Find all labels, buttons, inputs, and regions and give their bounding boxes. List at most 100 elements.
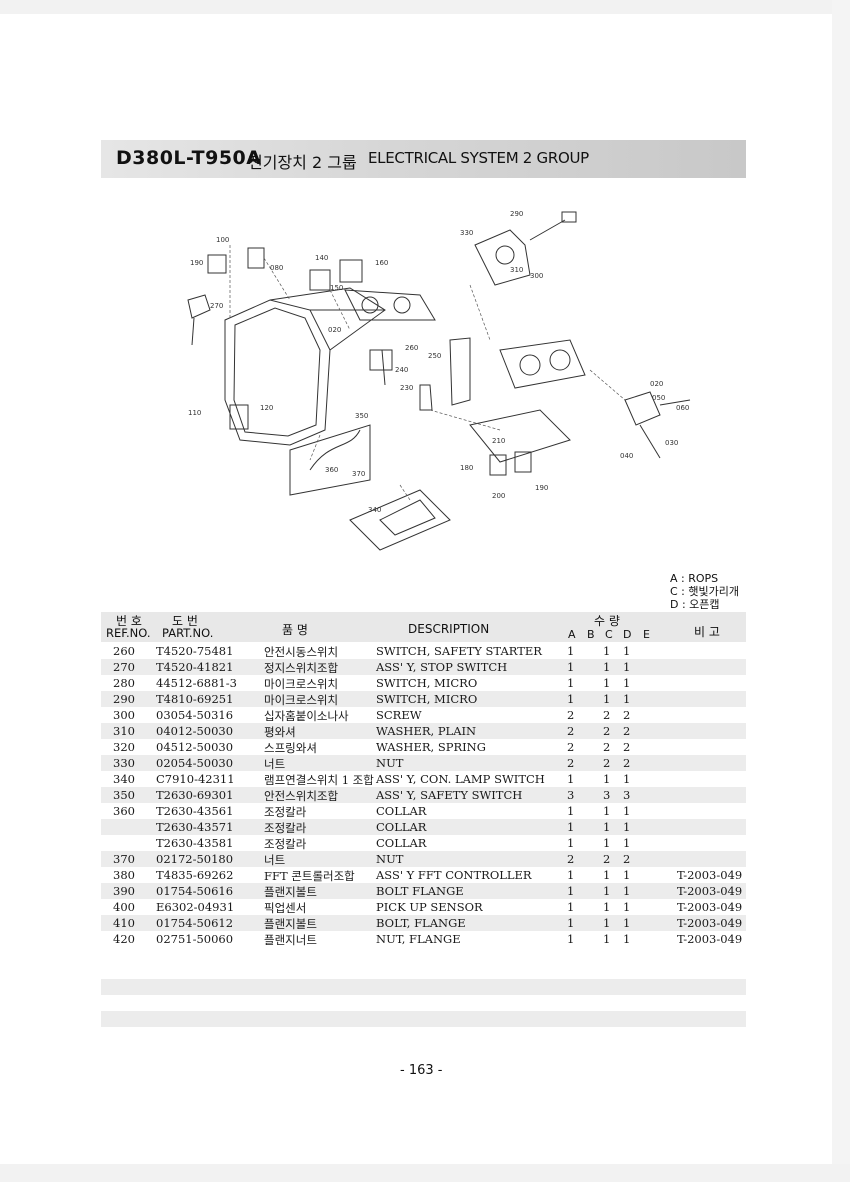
qty-a-cell: 2 [567, 740, 575, 754]
korean-name-cell: 너트 [264, 853, 286, 867]
description-cell: BOLT FLANGE [376, 884, 464, 898]
remarks-cell: T-2003-049 [677, 884, 743, 898]
qty-a-cell: 1 [567, 884, 575, 898]
svg-text:250: 250 [428, 352, 441, 360]
remarks-cell: T-2003-049 [677, 868, 743, 882]
ref-no-cell: 370 [113, 852, 135, 866]
description-cell: ASS' Y FFT CONTROLLER [376, 868, 532, 882]
part-no-cell: C7910-42311 [156, 772, 235, 786]
qty-a-cell: 1 [567, 804, 575, 818]
header-ref-en: REF.NO. [106, 626, 151, 640]
svg-text:150: 150 [330, 284, 343, 292]
ref-no-cell: 340 [113, 772, 135, 786]
qty-a-cell: 2 [567, 708, 575, 722]
page-edge-bottom [0, 1164, 850, 1182]
remarks-cell: T-2003-049 [677, 916, 743, 930]
ref-no-cell: 280 [113, 676, 135, 690]
svg-text:190: 190 [535, 484, 548, 492]
empty-row-band [101, 1011, 746, 1027]
qty-a-cell: 1 [567, 644, 575, 658]
qty-a-cell: 1 [567, 868, 575, 882]
qty-c-cell: 2 [603, 756, 611, 770]
svg-text:210: 210 [492, 437, 505, 445]
part-no-cell: T2630-69301 [156, 788, 234, 802]
korean-name-cell: 안전시동스위치 [264, 645, 339, 659]
svg-text:230: 230 [400, 384, 413, 392]
svg-text:140: 140 [315, 254, 328, 262]
description-cell: NUT, FLANGE [376, 932, 461, 946]
qty-d-cell: 1 [623, 804, 631, 818]
korean-name-cell: 플랜지너트 [264, 933, 317, 947]
qty-c-cell: 1 [603, 932, 611, 946]
description-cell: ASS' Y, SAFETY SWITCH [376, 788, 523, 802]
header-remarks: 비 고 [694, 625, 720, 639]
qty-a-cell: 2 [567, 852, 575, 866]
part-no-cell: 44512-6881-3 [156, 676, 237, 690]
qty-a-cell: 1 [567, 900, 575, 914]
model-title: D380L-T950A [116, 147, 262, 169]
qty-c-cell: 1 [603, 644, 611, 658]
svg-text:240: 240 [395, 366, 408, 374]
korean-name-cell: 너트 [264, 757, 286, 771]
qty-d-cell: 1 [623, 836, 631, 850]
qty-c-cell: 1 [603, 884, 611, 898]
korean-name-cell: 평와셔 [264, 725, 296, 739]
qty-c-cell: 1 [603, 836, 611, 850]
header-part-en: PART.NO. [162, 626, 214, 640]
part-no-cell: 01754-50616 [156, 884, 234, 898]
korean-name-cell: 램프연결스위치 1 조합 [264, 773, 374, 787]
qty-a-cell: 1 [567, 676, 575, 690]
part-no-cell: 01754-50612 [156, 916, 234, 930]
qty-d-cell: 3 [623, 788, 631, 802]
remarks-cell: T-2003-049 [677, 900, 743, 914]
description-cell: ASS' Y, CON. LAMP SWITCH [376, 772, 545, 786]
qty-d-cell: 2 [623, 756, 631, 770]
part-no-cell: T2630-43571 [156, 820, 234, 834]
qty-c-cell: 1 [603, 868, 611, 882]
header-quantity: 수 량 [594, 614, 620, 628]
ref-no-cell: 260 [113, 644, 135, 658]
korean-name-cell: FFT 콘트롤러조합 [264, 869, 355, 883]
ref-no-cell: 330 [113, 756, 135, 770]
ref-no-cell: 290 [113, 692, 135, 706]
qty-c-cell: 2 [603, 708, 611, 722]
description-cell: COLLAR [376, 836, 427, 850]
description-cell: WASHER, PLAIN [376, 724, 477, 738]
qty-d-cell: 1 [623, 692, 631, 706]
part-no-cell: 02172-50180 [156, 852, 234, 866]
svg-text:020: 020 [650, 380, 663, 388]
qty-d-cell: 2 [623, 740, 631, 754]
ref-no-cell: 380 [113, 868, 135, 882]
ref-no-cell: 360 [113, 804, 135, 818]
header-qty-c: C [605, 628, 613, 641]
table-header [101, 612, 746, 642]
part-no-cell: T2630-43561 [156, 804, 234, 818]
part-no-cell: 04012-50030 [156, 724, 234, 738]
qty-d-cell: 2 [623, 724, 631, 738]
svg-text:100: 100 [216, 236, 229, 244]
qty-a-cell: 1 [567, 916, 575, 930]
svg-text:310: 310 [510, 266, 523, 274]
ref-no-cell: 420 [113, 932, 135, 946]
description-cell: PICK UP SENSOR [376, 900, 483, 914]
korean-name-cell: 십자홈붙이소나사 [264, 709, 349, 723]
header-description: DESCRIPTION [408, 622, 490, 636]
qty-d-cell: 1 [623, 932, 631, 946]
korean-name-cell: 정지스위치조합 [264, 661, 339, 675]
part-no-cell: T4520-75481 [156, 644, 234, 658]
qty-d-cell: 1 [623, 916, 631, 930]
header-name: 품 명 [282, 623, 308, 637]
part-no-cell: T4835-69262 [156, 868, 234, 882]
header-qty-d: D [623, 628, 632, 641]
